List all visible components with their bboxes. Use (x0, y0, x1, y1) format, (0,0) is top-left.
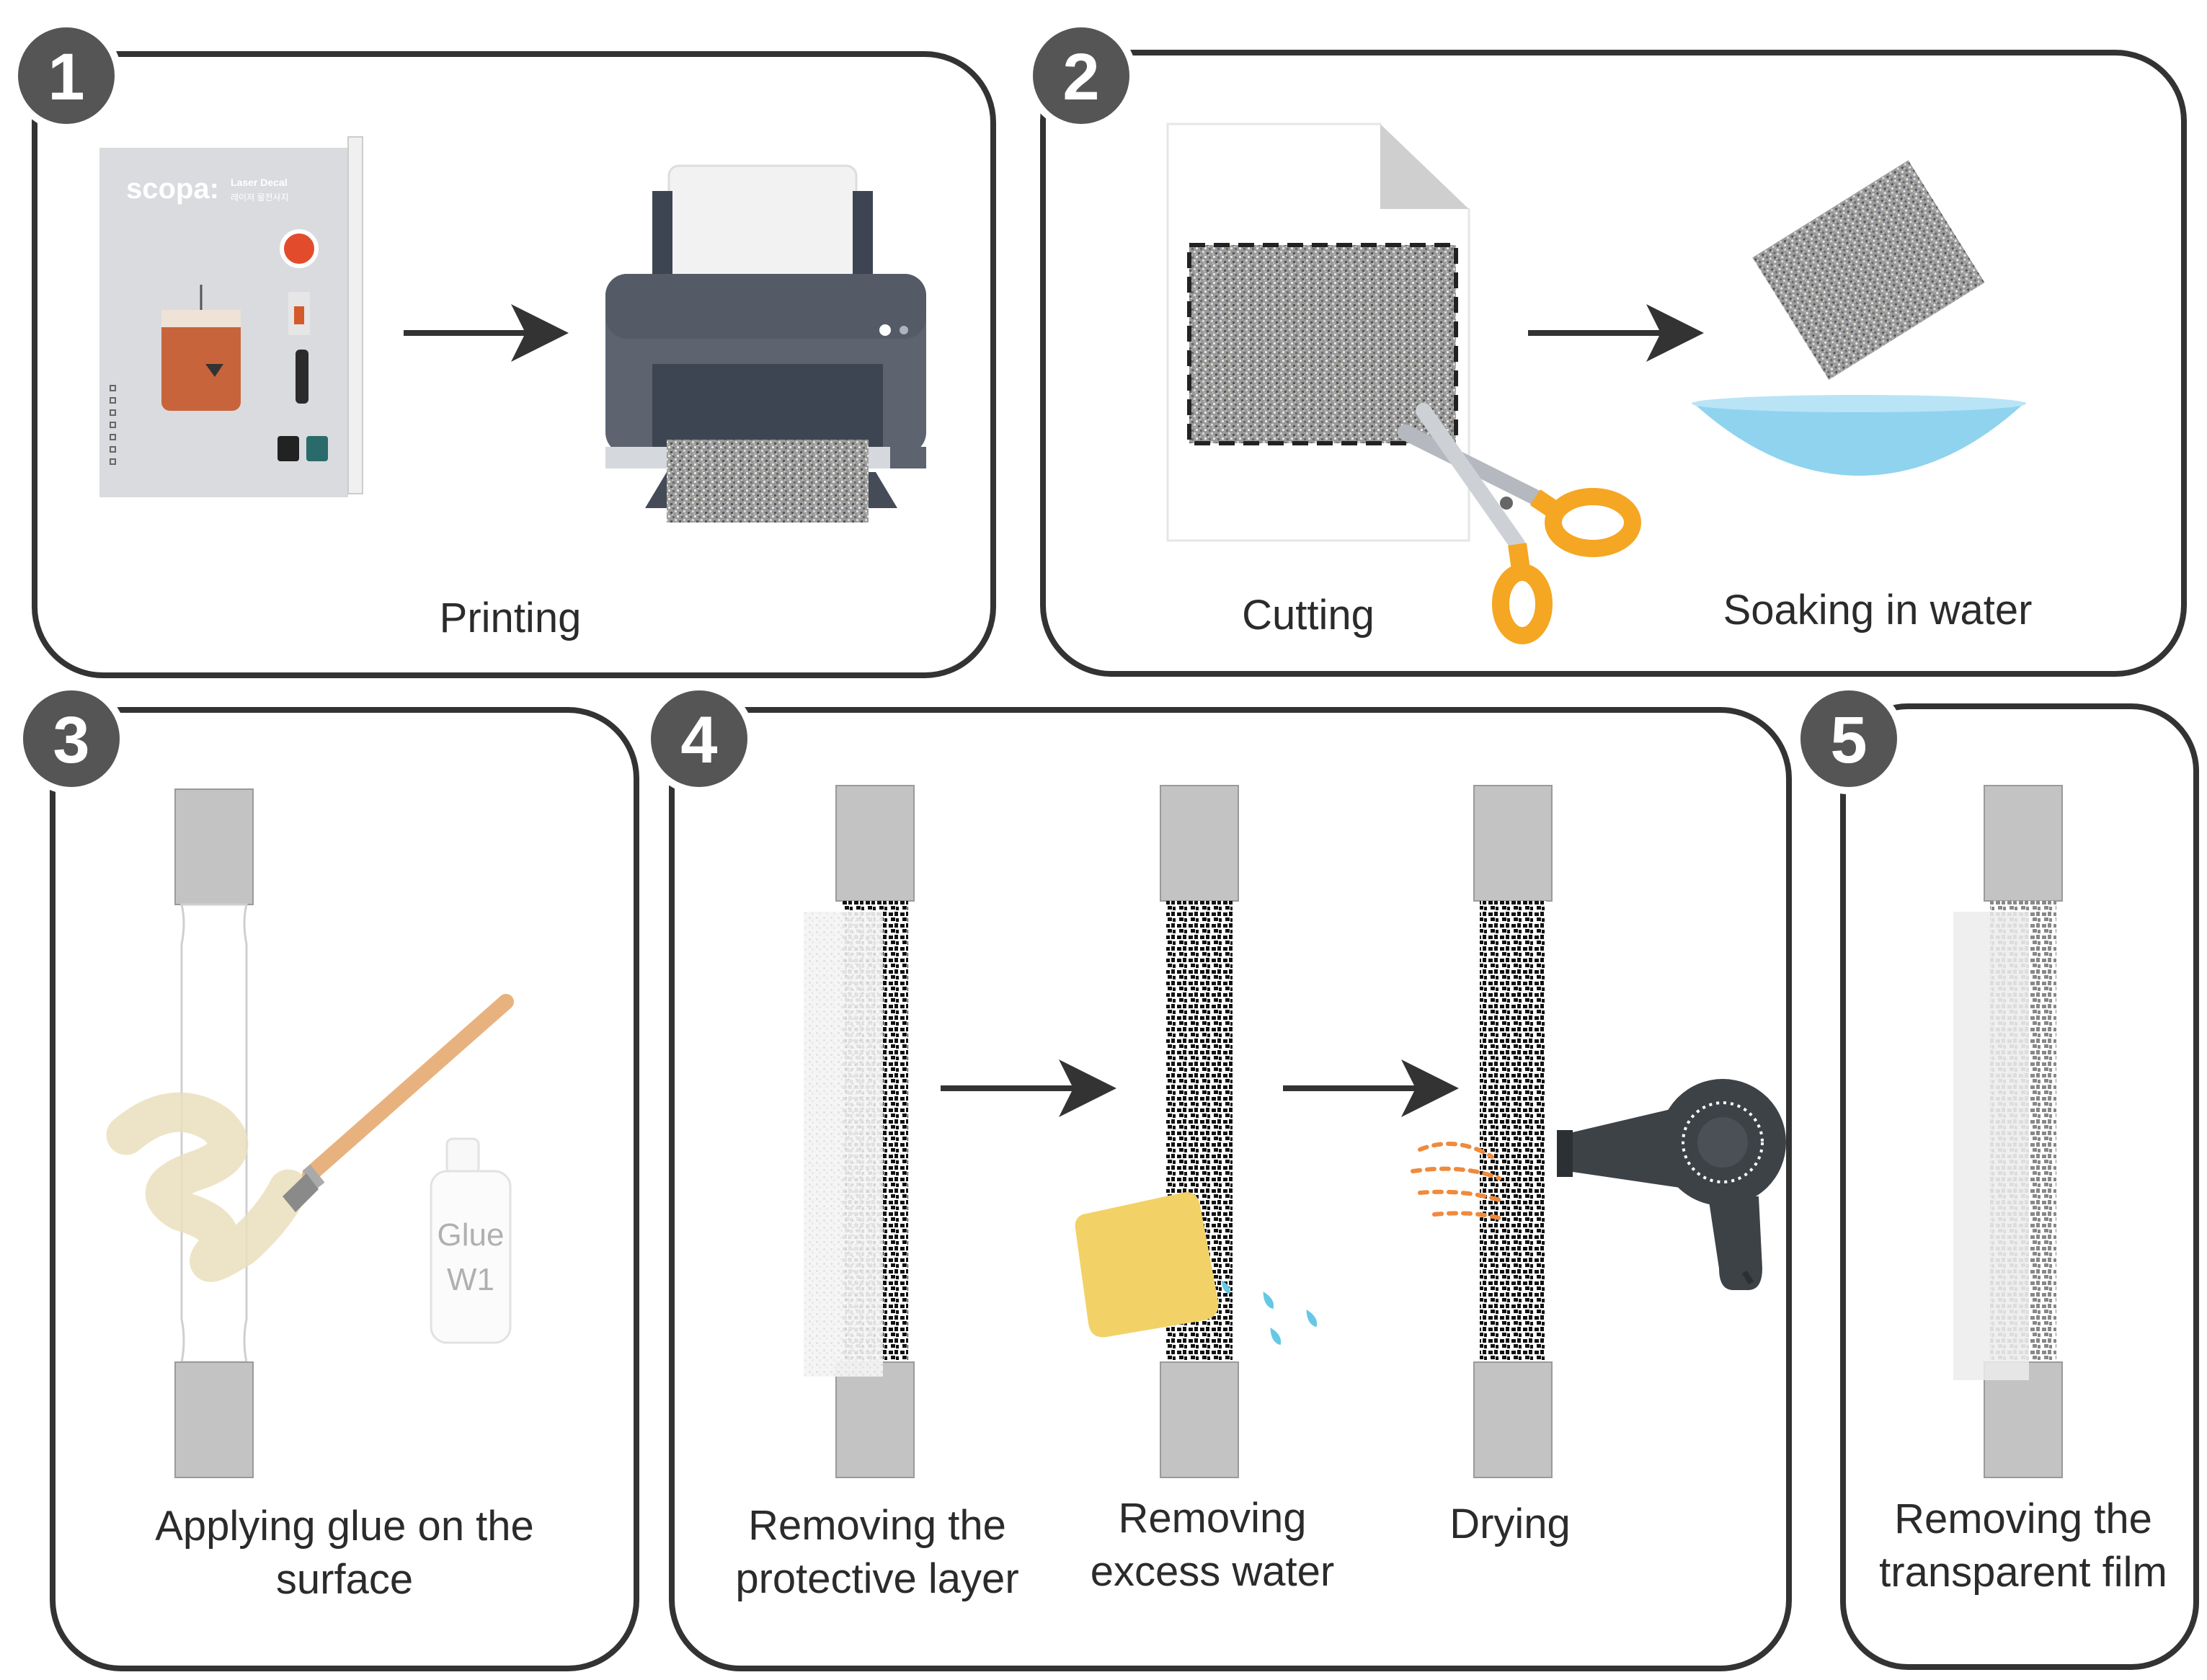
step-4-panel: Removing the protective layer Removing e… (669, 707, 1792, 1671)
step-2-panel: Cutting Soaking in water (1040, 50, 2187, 677)
step-badge-4: 4 (644, 683, 755, 794)
decal-brand: scopa: (126, 173, 219, 205)
transparent-film (1953, 912, 2029, 1380)
step-badge-5: 5 (1793, 683, 1904, 794)
cut-decal (1187, 243, 1458, 445)
svg-text:1: 1 (48, 40, 84, 114)
glue-bottle-icon: Glue W1 (430, 1137, 512, 1344)
caption-protective-2: protective layer (735, 1555, 1018, 1602)
caption-drying: Drying (1449, 1501, 1571, 1547)
caption-excess-water-1: Removing (1118, 1495, 1306, 1542)
caption-applying-glue-2: surface (276, 1556, 413, 1603)
glue-label-line1: Glue (438, 1217, 505, 1253)
glue-label-line2: W1 (447, 1262, 494, 1297)
scissors-icon (1398, 403, 1641, 644)
caption-transparent-film-2: transparent film (1879, 1549, 2167, 1596)
sponge-icon (1075, 1192, 1219, 1338)
specimen-film (1953, 785, 2063, 1478)
caption-cutting: Cutting (1242, 592, 1375, 639)
glue-smear (106, 1092, 308, 1282)
decal-pack-icon: scopa: Laser Decal 레이저 물전사지 (99, 136, 363, 497)
step-3-panel: Glue W1 Applying glue on the surface (50, 707, 639, 1671)
step-1-panel: scopa: Laser Decal 레이저 물전사지 (32, 51, 996, 678)
caption-transparent-film-1: Removing the (1894, 1495, 2152, 1542)
decal-product: Laser Decal (231, 177, 288, 188)
protective-layer (804, 912, 883, 1377)
step-badge-2: 2 (1026, 20, 1137, 131)
brush-icon (283, 994, 514, 1212)
svg-text:3: 3 (53, 703, 89, 777)
step-badge-3: 3 (16, 683, 127, 794)
svg-text:2: 2 (1062, 40, 1099, 114)
specimen-drying (1473, 785, 1553, 1478)
caption-soaking: Soaking in water (1723, 587, 2033, 634)
panel-frame (32, 51, 996, 678)
panel-frame (669, 707, 1792, 1671)
panel-frame (50, 707, 639, 1671)
printer-icon (605, 164, 926, 523)
caption-applying-glue-1: Applying glue on the (155, 1503, 534, 1550)
decal-subtitle: 레이저 물전사지 (231, 192, 289, 203)
caption-excess-water-2: excess water (1091, 1548, 1334, 1595)
step-badge-1: 1 (11, 20, 122, 131)
svg-text:4: 4 (680, 703, 717, 777)
specimen-protective (804, 785, 915, 1478)
panel-frame (1040, 50, 2187, 677)
floating-decal (1752, 160, 1985, 381)
hair-dryer-icon (1557, 1079, 1786, 1290)
caption-printing: Printing (440, 595, 582, 641)
caption-protective-1: Removing the (748, 1502, 1006, 1549)
panel-frame (1840, 703, 2199, 1670)
specimen-water (1160, 785, 1239, 1478)
water-bowl-icon (1692, 395, 2026, 476)
air-flow (1411, 1142, 1501, 1220)
water-drops-icon (1222, 1280, 1318, 1346)
svg-text:5: 5 (1830, 703, 1867, 777)
step-5-panel: Removing the transparent film (1840, 703, 2199, 1670)
